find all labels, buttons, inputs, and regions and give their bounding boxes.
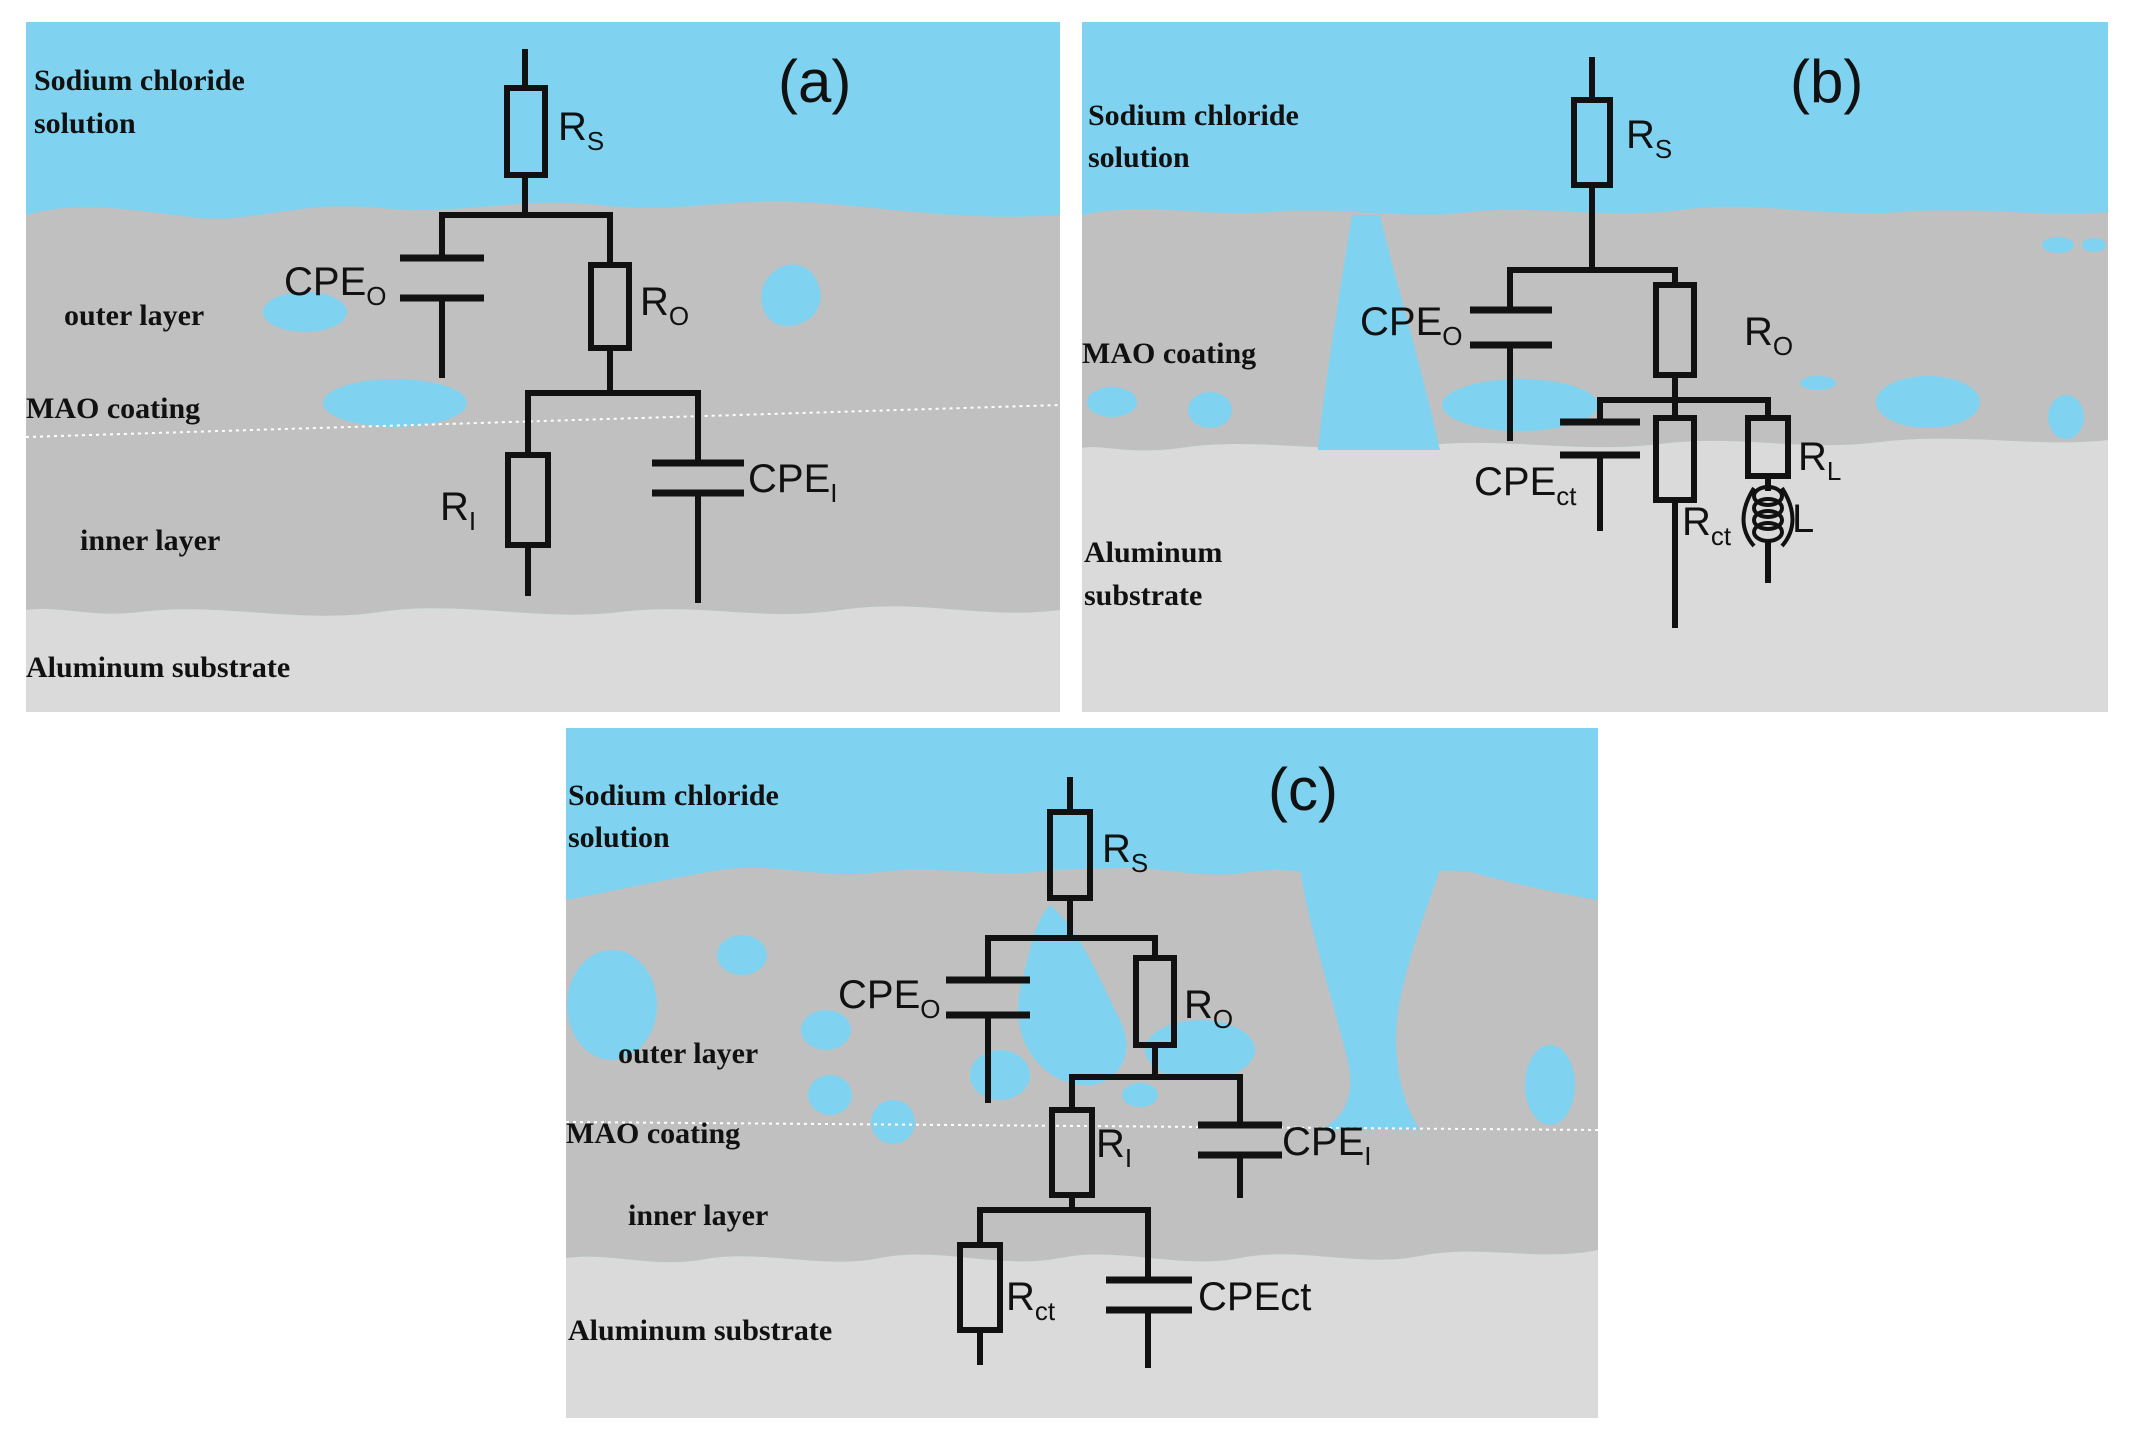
panel-a-ri-resistor xyxy=(505,452,551,548)
panel-c-rct-label: Rct xyxy=(1006,1275,1056,1326)
panel-c-cpeo-label: CPEO xyxy=(838,973,940,1024)
panel-b-tag: (b) xyxy=(1790,48,1863,115)
panel-c-inner-layer-label: inner layer xyxy=(628,1199,768,1232)
panel-c-pore xyxy=(1145,1020,1255,1080)
panel-c-rs-label: RS xyxy=(1102,827,1148,878)
panel-b-inductor-icon xyxy=(1741,485,1795,548)
panel-a-solution-label-2: solution xyxy=(34,107,136,140)
panel-b-coating-label: MAO coating xyxy=(1082,337,1256,370)
panel-a-tag: (a) xyxy=(778,48,851,115)
panel-c-solution-label-2: solution xyxy=(568,821,670,854)
panel-a-solution-label-1: Sodium chloride xyxy=(34,64,245,97)
panel-a-ro-resistor xyxy=(588,262,632,351)
panel-a-outer-layer-label: outer layer xyxy=(64,299,204,332)
panel-a-circuit: RS CPEO RO RI CPEI xyxy=(284,49,837,603)
panel-c-substrate xyxy=(566,1250,1598,1418)
panel-a-interface-line xyxy=(25,404,1061,438)
panel-a-substrate-label: Aluminum substrate xyxy=(26,651,290,684)
panel-c-pore xyxy=(567,950,657,1060)
panel-b-cpect-label: CPEct xyxy=(1474,460,1577,511)
panel-b-solution-label-2: solution xyxy=(1088,141,1190,174)
panel-c-coating-label: MAO coating xyxy=(566,1117,740,1150)
panel-c-pore xyxy=(871,1100,915,1144)
panel-b-pore xyxy=(2082,238,2106,252)
panel-a-cpei-label: CPEI xyxy=(748,457,837,508)
panel-b-pore xyxy=(1188,392,1232,428)
panel-c-rs-resistor xyxy=(1047,809,1093,901)
panel-c-channel xyxy=(1300,870,1440,1130)
panel-c-ro-label: RO xyxy=(1184,983,1233,1034)
panel-c-channel xyxy=(1018,905,1127,1086)
panel-c-pore xyxy=(801,1010,851,1050)
panel-b-cpeo-label: CPEO xyxy=(1360,300,1462,351)
panel-a-cpeo-label: CPEO xyxy=(284,260,386,311)
panel-b-rct-resistor xyxy=(1653,415,1697,503)
panel-b-pore xyxy=(1442,379,1598,431)
panel-b-rs-label: RS xyxy=(1626,113,1672,164)
panel-b-channel xyxy=(1318,215,1440,450)
panel-a-coating-label: MAO coating xyxy=(26,392,200,425)
panel-c-cpect-label: CPEct xyxy=(1198,1275,1311,1319)
panel-b-rl-label: RL xyxy=(1798,435,1841,486)
panel-c-ri-resistor xyxy=(1049,1107,1095,1198)
panel-c-outer-layer-label: outer layer xyxy=(618,1037,758,1070)
panel-c-tag: (c) xyxy=(1268,756,1338,823)
panel-a-rs-label: RS xyxy=(558,105,604,156)
panel-a: Sodium chloride solution outer layer MAO… xyxy=(25,22,1061,712)
panel-b-pore xyxy=(1800,376,1836,390)
panel-a-inner-layer-label: inner layer xyxy=(80,524,220,557)
panel-b-rl-resistor xyxy=(1745,415,1791,479)
panel-c-pore xyxy=(1122,1083,1158,1107)
panel-b-rs-resistor xyxy=(1571,97,1613,188)
panel-a-ri-label: RI xyxy=(440,485,476,536)
panel-b-pore xyxy=(1087,387,1137,417)
panel-b-circuit: RS CPEO RO CPEct Rct RL L xyxy=(1360,57,1841,628)
panel-b-pore xyxy=(2048,395,2084,439)
panel-b-substrate-label-1: Aluminum xyxy=(1084,536,1222,569)
panel-c-cpei-label: CPEI xyxy=(1282,1120,1371,1171)
panel-c-substrate-label: Aluminum substrate xyxy=(568,1314,832,1347)
panel-b-pore xyxy=(2042,237,2074,253)
panel-c-ri-label: RI xyxy=(1096,1122,1132,1173)
panel-b-rct-label: Rct xyxy=(1682,500,1732,551)
panel-c-pore xyxy=(970,1050,1030,1100)
panel-b-substrate xyxy=(1082,438,2108,712)
panel-a-pore xyxy=(263,292,347,332)
panel-a-ro-label: RO xyxy=(640,280,689,331)
panel-c-pore xyxy=(1525,1045,1575,1125)
panel-b: Sodium chloride solution MAO coating Alu… xyxy=(1082,22,2108,712)
panel-c: Sodium chloride solution outer layer MAO… xyxy=(565,728,1599,1418)
panel-c-pore xyxy=(717,935,767,975)
panel-b-ro-label: RO xyxy=(1744,310,1793,361)
panel-b-pore xyxy=(1876,376,1980,428)
panel-c-pore xyxy=(808,1075,852,1115)
panel-c-solution-label-1: Sodium chloride xyxy=(568,779,779,812)
panel-b-solution-label-1: Sodium chloride xyxy=(1088,99,1299,132)
panel-a-pore xyxy=(323,379,467,427)
panel-a-pore xyxy=(761,264,821,326)
panel-c-circuit: RS CPEO RO RI CPEI Rct CPEct xyxy=(838,777,1371,1368)
panel-b-inductor-label: L xyxy=(1792,497,1814,541)
panel-a-rs-resistor xyxy=(504,85,548,178)
panel-c-rct-resistor xyxy=(957,1242,1003,1333)
panel-c-ro-resistor xyxy=(1133,955,1177,1048)
panel-b-ro-resistor xyxy=(1653,282,1697,378)
panel-b-substrate-label-2: substrate xyxy=(1084,579,1202,612)
panel-a-substrate xyxy=(26,606,1060,712)
